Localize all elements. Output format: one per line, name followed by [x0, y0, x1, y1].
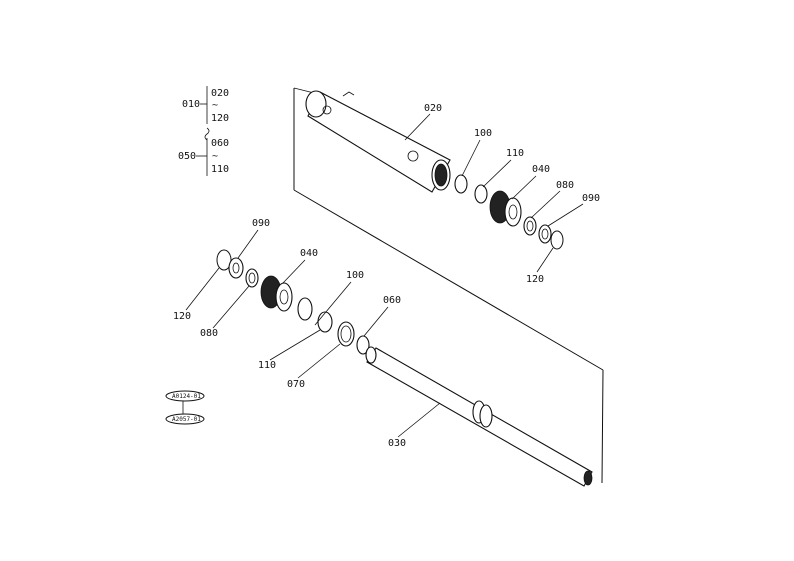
left-seal-set — [216, 249, 370, 355]
backup-ring-110-top — [474, 184, 488, 204]
legend-050-id: 050 — [178, 151, 196, 162]
legend-010-sep: ~ — [212, 100, 218, 111]
wiper-090-top — [538, 224, 552, 244]
callout-060-left: 060 — [383, 295, 401, 306]
callout-040-top: 040 — [532, 164, 550, 175]
reference-2-text: A2057-01 — [172, 416, 201, 423]
reference-1-text: A0124-01 — [172, 393, 201, 400]
callout-100-top: 100 — [474, 128, 492, 139]
callout-070-left: 070 — [287, 379, 305, 390]
backup-ring-110-left — [317, 311, 333, 333]
reference-oval-2 — [165, 413, 205, 425]
callout-040-left: 040 — [300, 248, 318, 259]
ring-060-left — [356, 335, 370, 355]
o-ring-100-left — [297, 297, 313, 321]
legend-010-to: 120 — [211, 113, 229, 124]
legend-050-to: 110 — [211, 164, 229, 175]
left-callouts: 090 040 100 060 120 080 110 070 030 — [173, 218, 441, 449]
legend-010-id: 010 — [182, 99, 200, 110]
piston-head-040-top — [489, 190, 522, 227]
reference-oval-1 — [165, 390, 205, 402]
callout-030: 030 — [388, 438, 406, 449]
reference-marks: A0124-01 A2057-01 — [165, 390, 205, 425]
callout-100-left: 100 — [346, 270, 364, 281]
piston-rod — [365, 346, 593, 487]
o-ring-100-top — [454, 174, 468, 194]
snap-ring-120-left — [216, 249, 232, 271]
top-callouts: 020 100 110 040 080 090 120 — [404, 103, 600, 285]
legend-group-010: 010 020 ~ 120 — [182, 86, 229, 124]
callout-120-left: 120 — [173, 311, 191, 322]
piston-head-040-left — [260, 275, 293, 312]
top-seal-set — [454, 174, 564, 250]
legend-010-from: 020 — [211, 88, 229, 99]
wiper-090-left — [228, 257, 244, 279]
callout-110-left: 110 — [258, 360, 276, 371]
callout-090-left: 090 — [252, 218, 270, 229]
assembly-boundary — [293, 87, 604, 484]
cylinder-tube — [305, 90, 451, 193]
callout-120-top: 120 — [526, 274, 544, 285]
callout-090-top: 090 — [582, 193, 600, 204]
callout-080-top: 080 — [556, 180, 574, 191]
snap-ring-120-top — [550, 230, 564, 250]
seal-080-top — [523, 216, 537, 236]
callout-110-top: 110 — [506, 148, 524, 159]
callout-020: 020 — [424, 103, 442, 114]
legend-050-sep: ~ — [212, 151, 218, 162]
seal-080-left — [245, 268, 259, 288]
ring-070-left — [337, 321, 355, 347]
legend-050-from: 060 — [211, 138, 229, 149]
callout-080-left: 080 — [200, 328, 218, 339]
legend-group-050: 050 060 ~ 110 — [178, 127, 229, 176]
